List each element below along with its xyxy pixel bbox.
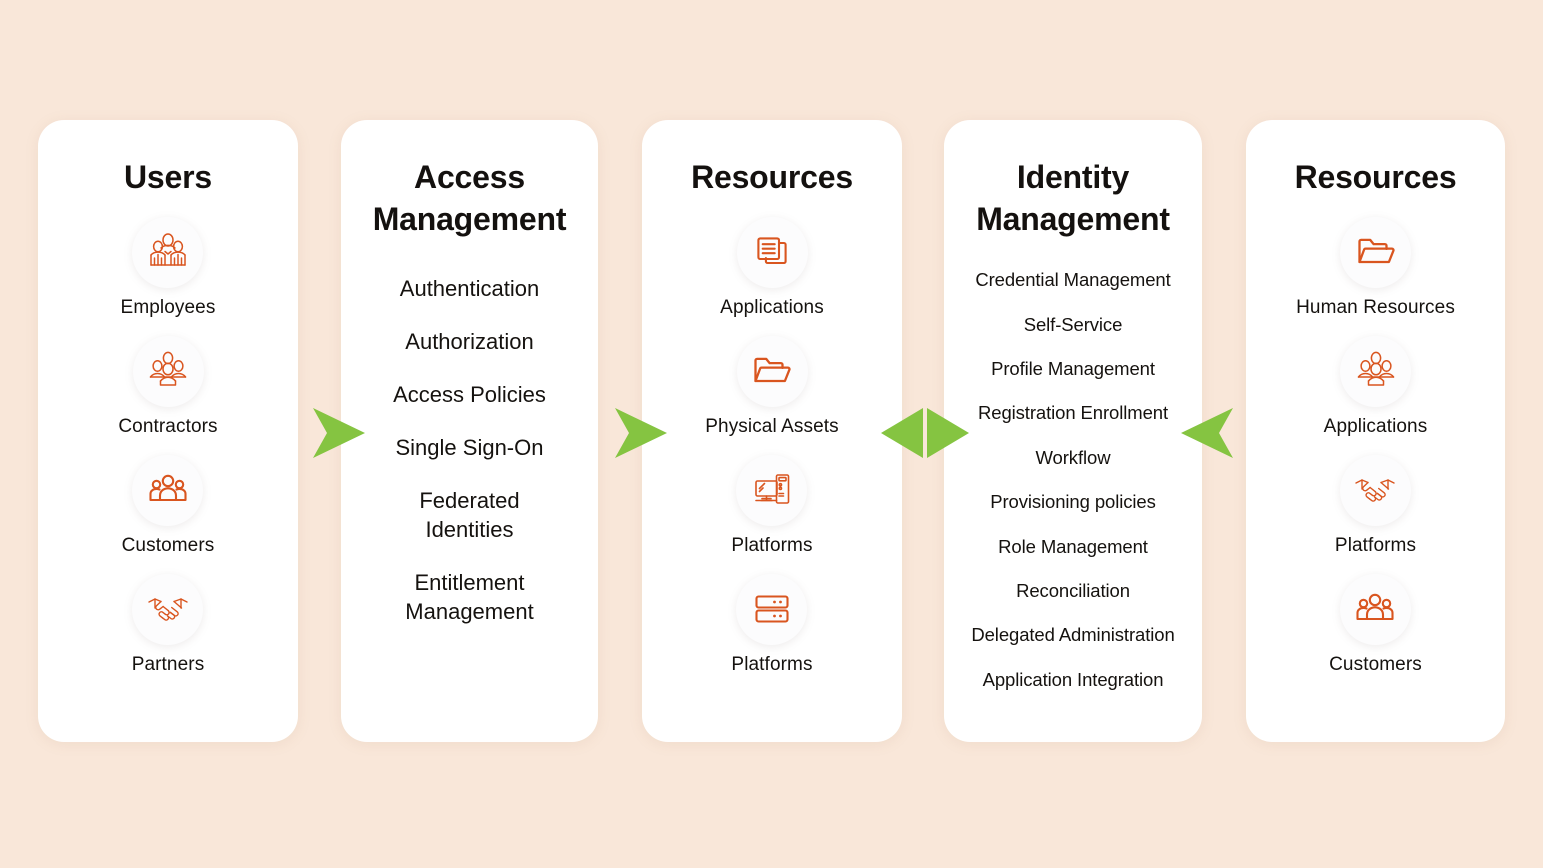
list-item-label: Customers	[1329, 653, 1422, 675]
list-item-applications[interactable]: Applications	[1323, 335, 1428, 438]
list-item-role-management[interactable]: Role Management	[998, 535, 1148, 557]
employees-group-icon	[132, 216, 204, 288]
list-item-label: Contractors	[118, 415, 218, 437]
card-resources-right-items: Human Resources Appl	[1246, 216, 1505, 693]
list-item-federated-identities[interactable]: Federated Identities	[419, 488, 520, 543]
list-item-label: Partners	[131, 653, 205, 675]
card-access-management-title: Access Management	[372, 159, 567, 237]
list-item-reconciliation[interactable]: Reconciliation	[1016, 580, 1130, 602]
contractors-group-icon	[132, 335, 204, 407]
arrow-right-icon	[311, 404, 367, 462]
list-item-access-policies[interactable]: Access Policies	[393, 382, 546, 408]
list-item-authentication[interactable]: Authentication	[399, 276, 540, 302]
list-item-registration-enrollment[interactable]: Registration Enrollment	[978, 402, 1168, 424]
list-item-label: Employees	[120, 296, 216, 318]
contractors-group-icon	[1340, 335, 1411, 407]
list-item-single-sign-on[interactable]: Single Sign-On	[395, 435, 544, 461]
list-item-label: Platforms	[731, 534, 813, 556]
list-item-label: Applications	[720, 296, 824, 318]
list-item-label: Platforms	[1334, 534, 1417, 556]
list-item-platforms-desktop[interactable]: Platforms	[731, 454, 813, 557]
card-resources-middle: Resources Applications	[642, 120, 902, 742]
card-resources-right-title: Resources	[1294, 159, 1457, 195]
list-item-label: Customers	[121, 534, 215, 556]
list-item-employees[interactable]: Employees	[120, 216, 216, 319]
list-item-customers[interactable]: Customers	[1329, 573, 1422, 676]
list-item-entitlement-management[interactable]: Entitlement Management	[405, 570, 534, 625]
customers-people-icon	[132, 454, 204, 526]
card-resources-middle-title: Resources	[691, 159, 853, 195]
list-item-profile-management[interactable]: Profile Management	[991, 358, 1155, 379]
list-item-credential-management[interactable]: Credential Management	[975, 269, 1171, 291]
arrow-left-icon	[1179, 404, 1235, 462]
list-item-applications[interactable]: Applications	[720, 216, 824, 319]
card-resources-middle-items: Applications Physical Assets	[642, 216, 902, 693]
desktop-computer-icon	[736, 454, 808, 526]
list-item-workflow[interactable]: Workflow	[1035, 446, 1111, 468]
handshake-icon	[1339, 454, 1411, 526]
list-item-application-integration[interactable]: Application Integration	[982, 668, 1164, 690]
customers-people-icon	[1339, 573, 1411, 645]
list-item-partners[interactable]: Partners	[131, 573, 205, 676]
card-resources-right: Resources Human Resources	[1246, 120, 1505, 742]
card-users-items: Employees Contractor	[38, 216, 298, 693]
handshake-icon	[132, 573, 204, 645]
card-identity-management-title: Identity Management	[976, 159, 1170, 237]
card-users-title: Users	[124, 159, 212, 195]
list-item-label: Applications	[1323, 415, 1428, 437]
list-item-human-resources[interactable]: Human Resources	[1296, 216, 1455, 319]
arrow-right-icon	[613, 404, 669, 462]
card-identity-management-items: Credential Management Self-Service Profi…	[944, 268, 1202, 712]
folder-icon	[1340, 216, 1411, 288]
list-item-contractors[interactable]: Contractors	[118, 335, 218, 438]
list-item-label: Human Resources	[1296, 296, 1455, 318]
list-item-self-service[interactable]: Self-Service	[1023, 313, 1123, 335]
card-identity-management: Identity Management Credential Managemen…	[944, 120, 1202, 742]
server-rack-icon	[736, 573, 808, 645]
list-item-provisioning-policies[interactable]: Provisioning policies	[990, 491, 1156, 513]
card-access-management: Access Management Authentication Authori…	[341, 120, 598, 742]
documents-icon	[736, 216, 808, 288]
card-access-management-items: Authentication Authorization Access Poli…	[341, 274, 598, 650]
list-item-delegated-administration[interactable]: Delegated Administration	[971, 624, 1175, 646]
card-users: Users Emp	[38, 120, 298, 742]
list-item-platforms-server[interactable]: Platforms	[731, 573, 813, 676]
list-item-label: Physical Assets	[705, 415, 839, 437]
list-item-customers[interactable]: Customers	[121, 454, 215, 557]
arrow-bidirectional-icon	[880, 404, 970, 462]
list-item-physical-assets[interactable]: Physical Assets	[705, 335, 839, 438]
list-item-platforms[interactable]: Platforms	[1334, 454, 1417, 557]
folder-icon	[736, 335, 808, 407]
list-item-label: Platforms	[731, 653, 813, 675]
list-item-authorization[interactable]: Authorization	[405, 329, 534, 355]
